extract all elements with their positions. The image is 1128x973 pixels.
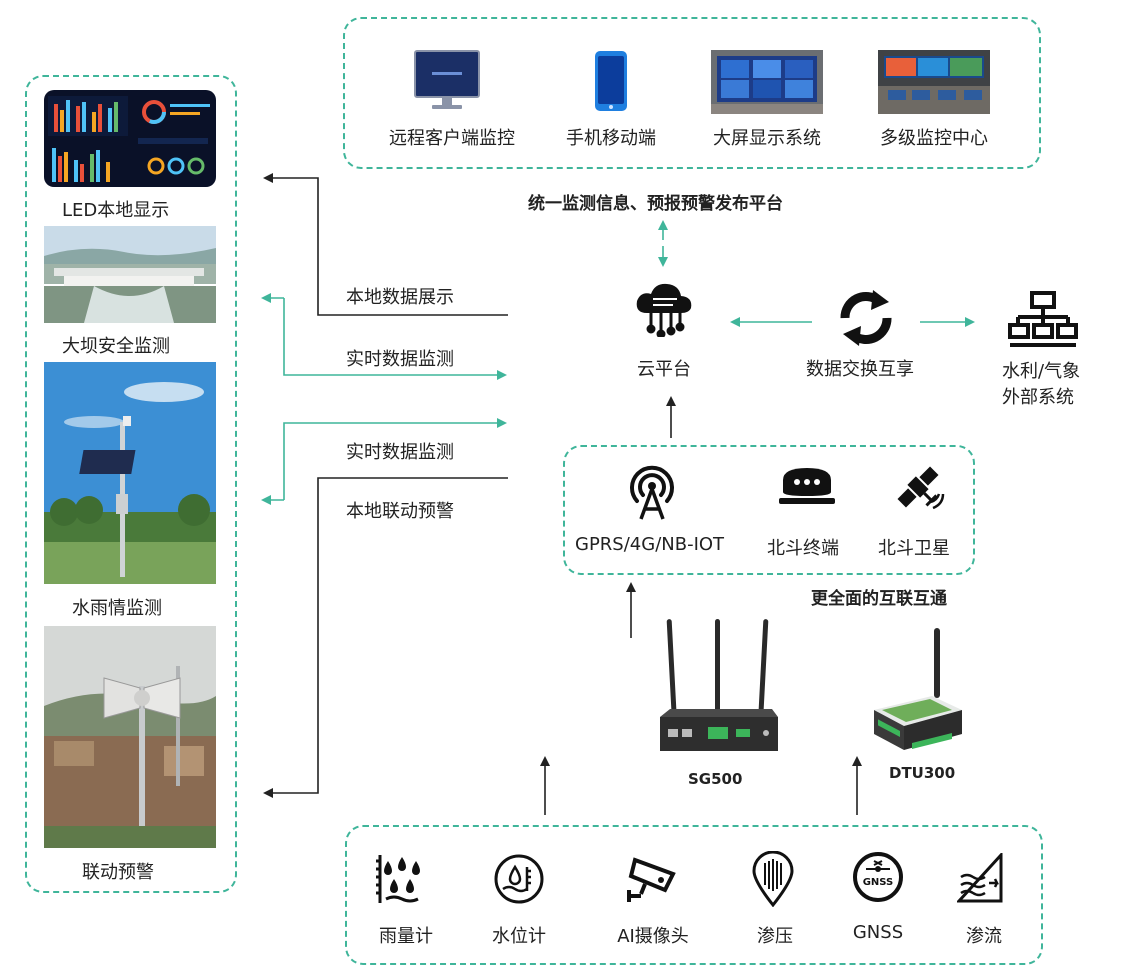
top-item-label: 多级监控中心 [880, 128, 988, 149]
sensor-item-label: 渗压 [757, 926, 793, 947]
led-display-photo [44, 90, 216, 187]
sensor-item-label: 雨量计 [379, 926, 433, 947]
seepage-pressure-icon [750, 851, 796, 907]
top-panel [343, 17, 1041, 169]
dam-photo [44, 226, 216, 323]
sensor-item-label: GNSS [852, 922, 904, 943]
top-item-label: 远程客户端监控 [389, 128, 515, 149]
gnss-icon: GNSS [852, 851, 904, 903]
platform-caption: 统一监测信息、预报预警发布平台 [528, 194, 783, 214]
satellite-icon [891, 460, 945, 514]
external-label-line1: 水利/气象 [1002, 361, 1081, 382]
antenna-icon [625, 463, 679, 521]
dtu-label: DTU300 [889, 764, 956, 782]
left-item-label: 大坝安全监测 [62, 336, 170, 357]
left-panel [25, 75, 237, 893]
dtu300-image [868, 626, 968, 756]
comm-item-label: GPRS/4G/NB-IOT [575, 534, 725, 555]
comm-item-label: 北斗卫星 [878, 538, 950, 559]
flow-label-local-warning: 本地联动预警 [346, 501, 454, 522]
comm-caption: 更全面的互联互通 [811, 589, 947, 609]
top-item-label: 手机移动端 [566, 128, 656, 149]
sensor-item-label: 水位计 [492, 926, 546, 947]
control-room-icon [878, 50, 990, 114]
cloud-label: 云平台 [637, 359, 691, 380]
video-wall-icon [711, 50, 823, 114]
left-item-label: LED本地显示 [62, 200, 170, 221]
sync-icon [833, 288, 899, 348]
router-label: SG500 [688, 770, 743, 788]
cloud-icon [633, 281, 695, 337]
flow-label-realtime-2: 实时数据监测 [346, 442, 454, 463]
camera-icon [625, 854, 677, 904]
alarm-speaker-photo [44, 626, 216, 848]
sensor-item-label: AI摄像头 [617, 926, 689, 947]
network-icon [1008, 291, 1078, 351]
left-item-label: 水雨情监测 [72, 598, 162, 619]
seepage-flow-icon [957, 853, 1003, 903]
phone-icon [594, 50, 628, 112]
gnss-badge-text: GNSS [862, 877, 894, 888]
top-item-label: 大屏显示系统 [713, 128, 821, 149]
comm-item-label: 北斗终端 [767, 538, 839, 559]
external-label-line2: 外部系统 [1002, 387, 1074, 408]
hydrology-station-photo [44, 362, 216, 584]
exchange-label: 数据交换互享 [806, 359, 914, 380]
left-item-label: 联动预警 [82, 862, 154, 883]
monitor-icon [414, 50, 480, 112]
router-sg500-image [654, 617, 784, 757]
comm-panel [563, 445, 975, 575]
rain-gauge-icon [374, 853, 426, 905]
sensor-item-label: 渗流 [966, 926, 1002, 947]
flow-label-realtime-1: 实时数据监测 [346, 349, 454, 370]
beidou-terminal-icon [777, 466, 837, 506]
flow-label-local-display: 本地数据展示 [346, 287, 454, 308]
sensor-panel [345, 825, 1043, 965]
water-level-icon [493, 853, 545, 905]
